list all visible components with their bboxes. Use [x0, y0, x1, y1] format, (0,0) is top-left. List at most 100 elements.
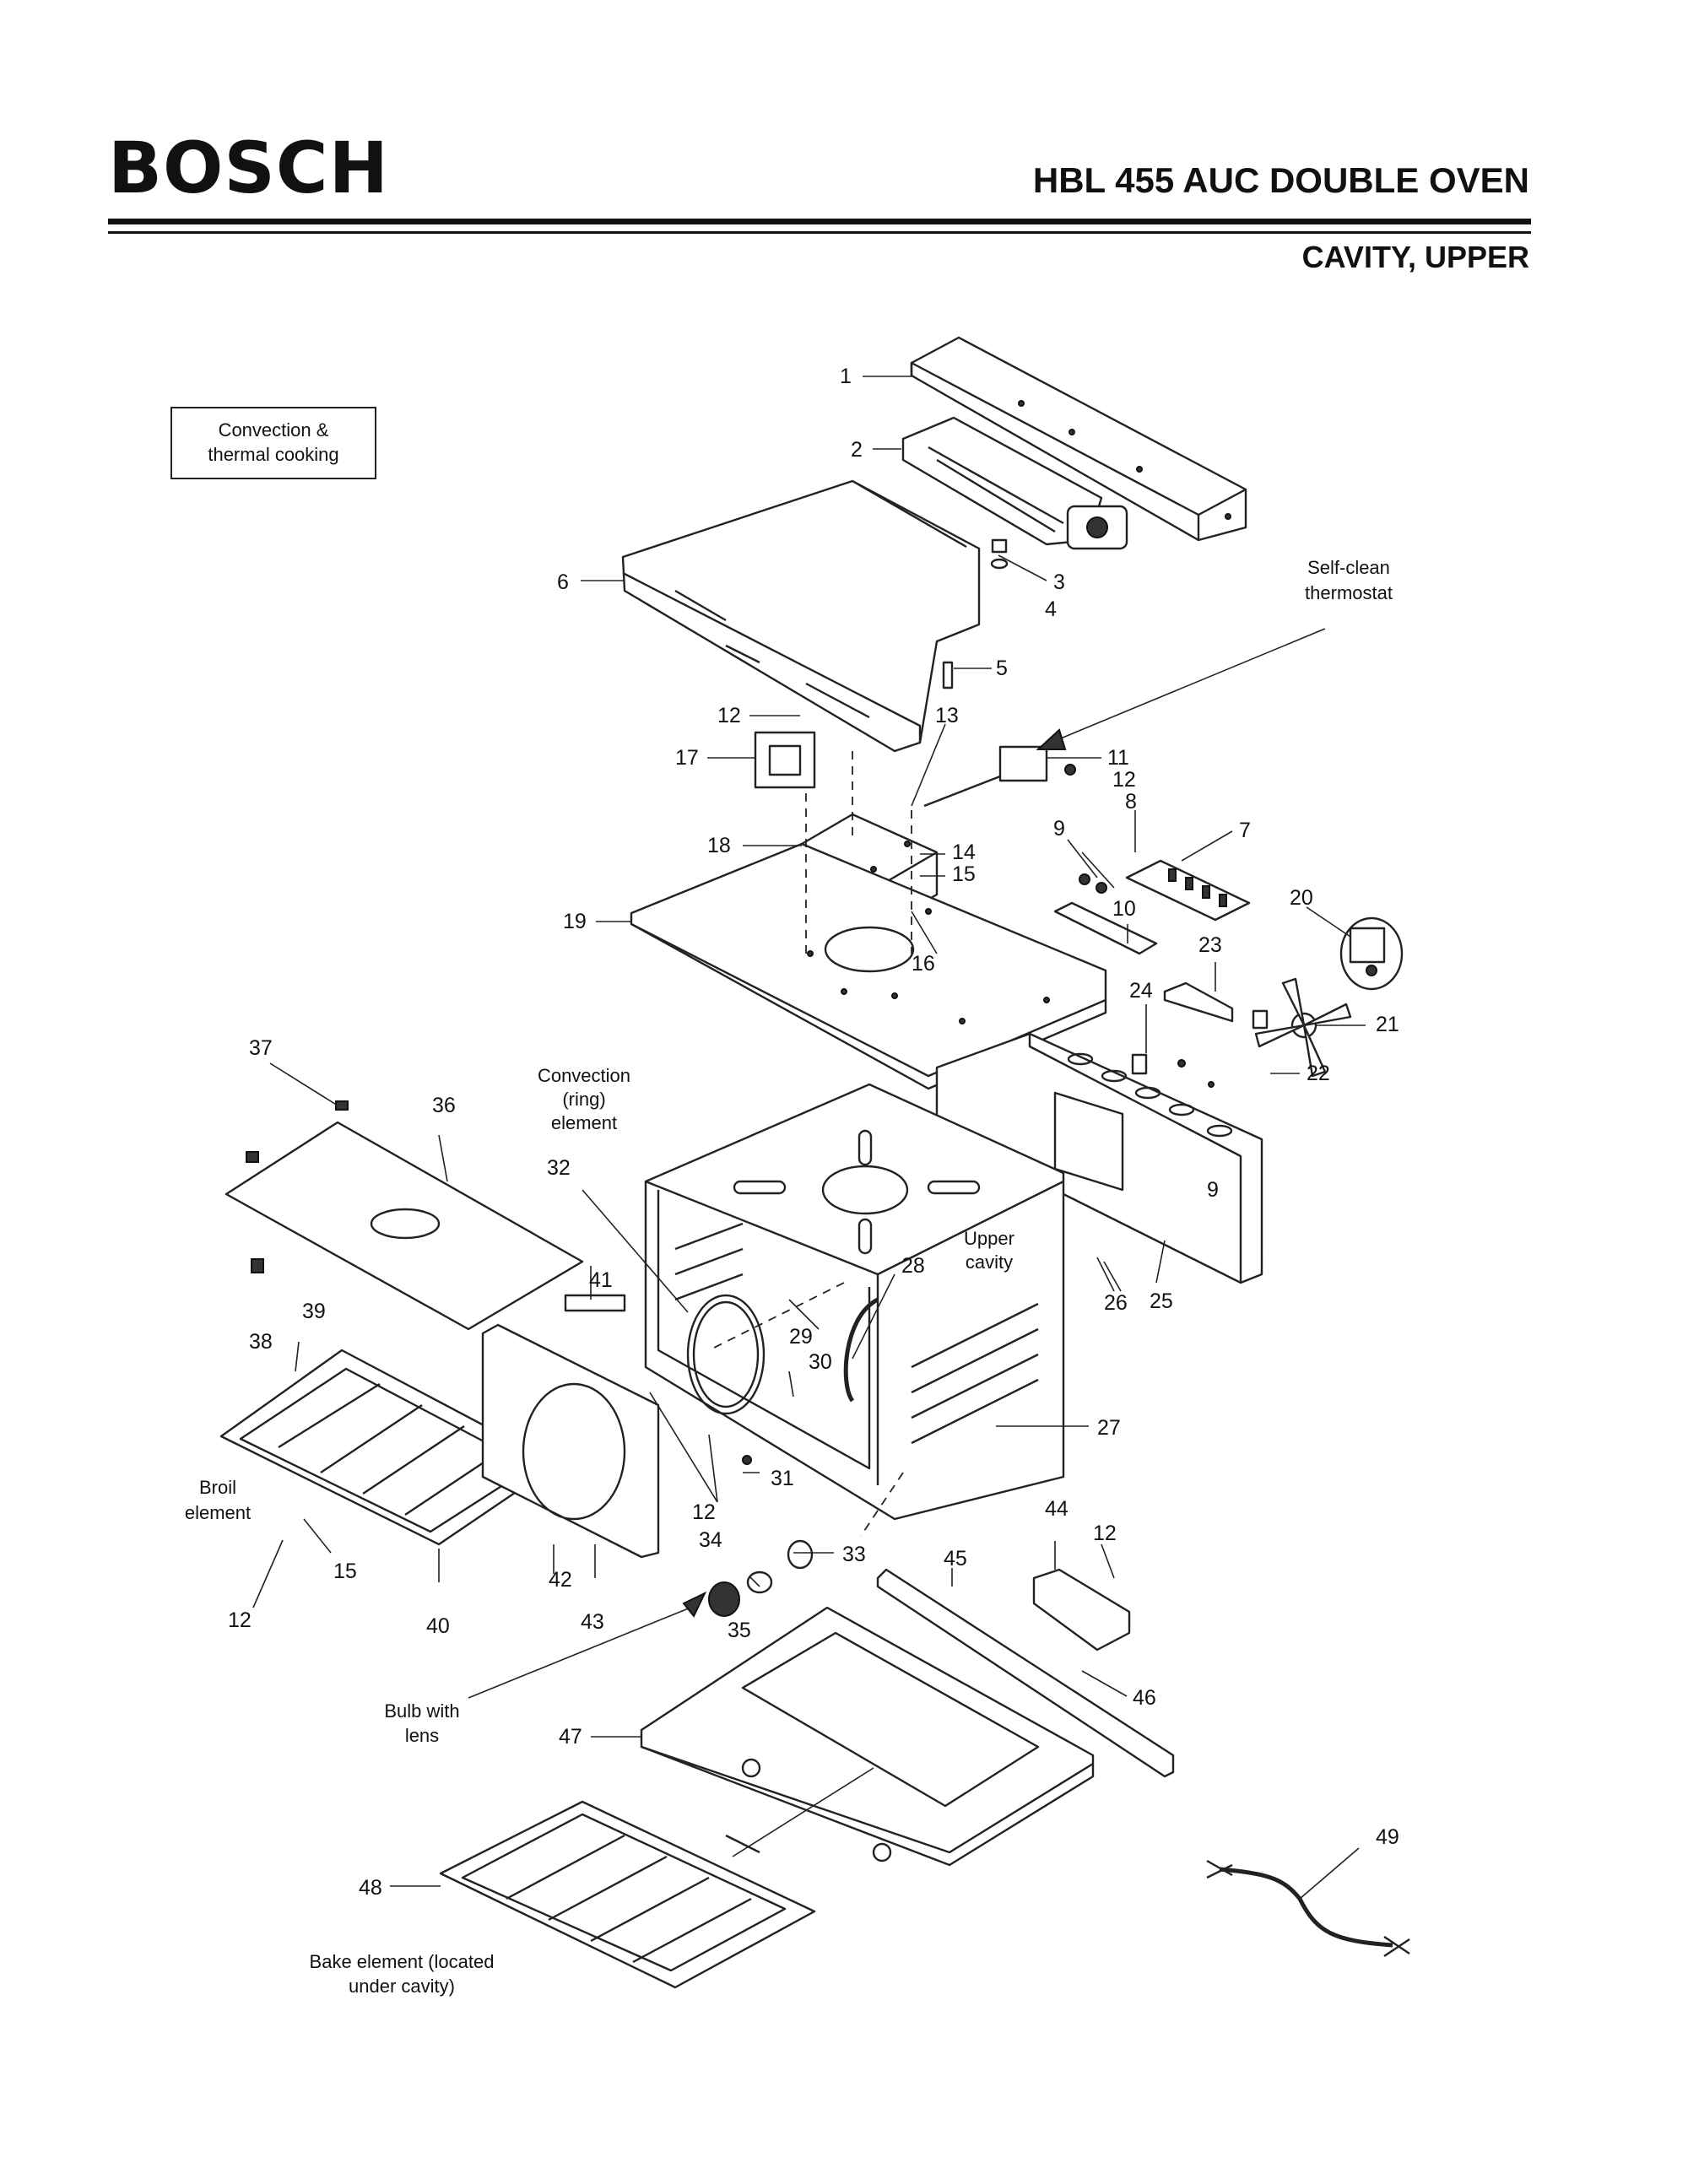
- brand-logo: BOSCH: [108, 127, 389, 209]
- callout-11: 11: [1107, 746, 1129, 770]
- convection-ring-note-line3: element: [551, 1112, 617, 1133]
- callout-44: 44: [1045, 1497, 1069, 1521]
- upper-cavity-note-line2: cavity: [966, 1251, 1013, 1273]
- callout-14: 14: [952, 841, 976, 864]
- part-20-convection-fan-motor: [1339, 916, 1404, 991]
- part-45-side-rail: [876, 1568, 1175, 1778]
- callout-33: 33: [842, 1543, 866, 1566]
- callout-21: 21: [1376, 1013, 1399, 1036]
- callout-23: 23: [1198, 933, 1222, 957]
- callout-42: 42: [549, 1568, 572, 1592]
- callout-10: 10: [1112, 897, 1136, 921]
- callout-17: 17: [675, 746, 699, 770]
- callout-36: 36: [432, 1094, 456, 1117]
- part-36-insulation-top: [225, 1100, 584, 1331]
- self-clean-note-line2: thermostat: [1305, 582, 1393, 603]
- part-19-top-plate: [630, 842, 1107, 1090]
- callout-13: 13: [935, 704, 959, 727]
- callout-28: 28: [901, 1254, 925, 1278]
- callout-25: 25: [1150, 1289, 1173, 1313]
- callout-15a: 15: [952, 862, 976, 886]
- callout-12b: 12: [1112, 768, 1136, 792]
- callout-3: 3: [1053, 570, 1065, 594]
- callout-2: 2: [851, 438, 863, 462]
- part-28-gasket: [843, 1297, 879, 1403]
- callout-29: 29: [789, 1325, 813, 1349]
- callout-12e: 12: [1093, 1522, 1117, 1545]
- model-title: HBL 455 AUC DOUBLE OVEN: [1032, 160, 1529, 200]
- convection-ring-note-line2: (ring): [562, 1089, 605, 1110]
- callout-6: 6: [557, 570, 569, 594]
- callout-4: 4: [1045, 597, 1057, 621]
- leader-lines: [252, 376, 1366, 1900]
- callout-43: 43: [581, 1610, 604, 1634]
- bake-note-line2: under cavity): [349, 1976, 455, 1997]
- convection-note-box: Convection & thermal cooking: [170, 407, 376, 479]
- part-2-cooling-fan: [901, 416, 1128, 550]
- callout-38: 38: [249, 1330, 273, 1354]
- arrowheads: [682, 728, 1067, 1618]
- part-17-transformer: [754, 731, 816, 789]
- callout-34: 34: [699, 1528, 722, 1552]
- part-33-34-35-bulb-assembly: [708, 1455, 814, 1617]
- part-44-hinge-bracket: [1032, 1568, 1131, 1652]
- callout-9: 9: [1053, 817, 1065, 841]
- part-49-wire-harness: [1206, 1859, 1410, 1957]
- broil-note-line1: Broil: [199, 1477, 236, 1498]
- part-10-insulator-plate: [1053, 873, 1158, 955]
- callout-12d: 12: [228, 1608, 252, 1632]
- callout-1: 1: [840, 365, 852, 388]
- callout-16: 16: [912, 952, 935, 976]
- header-rule-thin: [108, 231, 1531, 234]
- callout-12a: 12: [717, 704, 741, 727]
- callout-9b: 9: [1207, 1178, 1219, 1202]
- section-title: CAVITY, UPPER: [1301, 240, 1529, 274]
- bulb-note-line1: Bulb with: [384, 1700, 459, 1722]
- callout-12c: 12: [692, 1500, 716, 1524]
- callout-5: 5: [996, 657, 1008, 680]
- bake-note-line1: Bake element (located: [310, 1951, 495, 1972]
- header-rule-thick: [108, 219, 1531, 224]
- part-23-fan-bracket: [1131, 981, 1234, 1075]
- part-47-bottom-tray: [640, 1606, 1095, 1867]
- callout-31: 31: [771, 1467, 794, 1490]
- callout-7: 7: [1239, 819, 1251, 842]
- part-27-oven-cavity: [644, 1083, 1065, 1521]
- diagram-notes: Self-clean thermostat Convection (ring) …: [185, 557, 1393, 1997]
- bulb-note-line2: lens: [405, 1725, 439, 1746]
- convection-ring-note-line1: Convection: [538, 1065, 630, 1086]
- callout-20: 20: [1290, 886, 1313, 910]
- callout-19: 19: [563, 910, 587, 933]
- part-11-self-clean-thermostat: [923, 745, 1076, 808]
- callout-49: 49: [1376, 1825, 1399, 1849]
- part-1-top-bracket: [910, 336, 1247, 542]
- callout-22: 22: [1307, 1062, 1330, 1085]
- alignment-lines: [708, 751, 912, 1537]
- part-6-duct-cover: [621, 479, 981, 753]
- upper-cavity-note-line1: Upper: [964, 1228, 1014, 1249]
- part-3-4-nut-washer: [990, 538, 1009, 570]
- callout-39: 39: [302, 1300, 326, 1323]
- callout-45: 45: [944, 1547, 967, 1570]
- callout-46: 46: [1133, 1686, 1156, 1710]
- callout-32: 32: [547, 1156, 571, 1180]
- broil-note-line2: element: [185, 1502, 251, 1523]
- callout-47: 47: [559, 1725, 582, 1749]
- part-8-terminal-block: [1125, 859, 1251, 922]
- callout-37: 37: [249, 1036, 273, 1060]
- callout-8: 8: [1125, 790, 1137, 814]
- callout-15b: 15: [333, 1560, 357, 1583]
- callout-30: 30: [809, 1350, 832, 1374]
- callout-40: 40: [426, 1614, 450, 1638]
- part-48-bake-element: [439, 1800, 816, 1989]
- part-21-fan-blade: [1252, 977, 1352, 1078]
- callout-27: 27: [1097, 1416, 1121, 1440]
- callout-35: 35: [728, 1619, 751, 1642]
- callout-18: 18: [707, 834, 731, 857]
- self-clean-note-line1: Self-clean: [1307, 557, 1390, 578]
- callout-24: 24: [1129, 979, 1153, 1003]
- part-42-element-back-plate: [481, 1294, 660, 1559]
- part-5-screw: [942, 661, 954, 689]
- part-32-convection-ring-element: [686, 1294, 766, 1415]
